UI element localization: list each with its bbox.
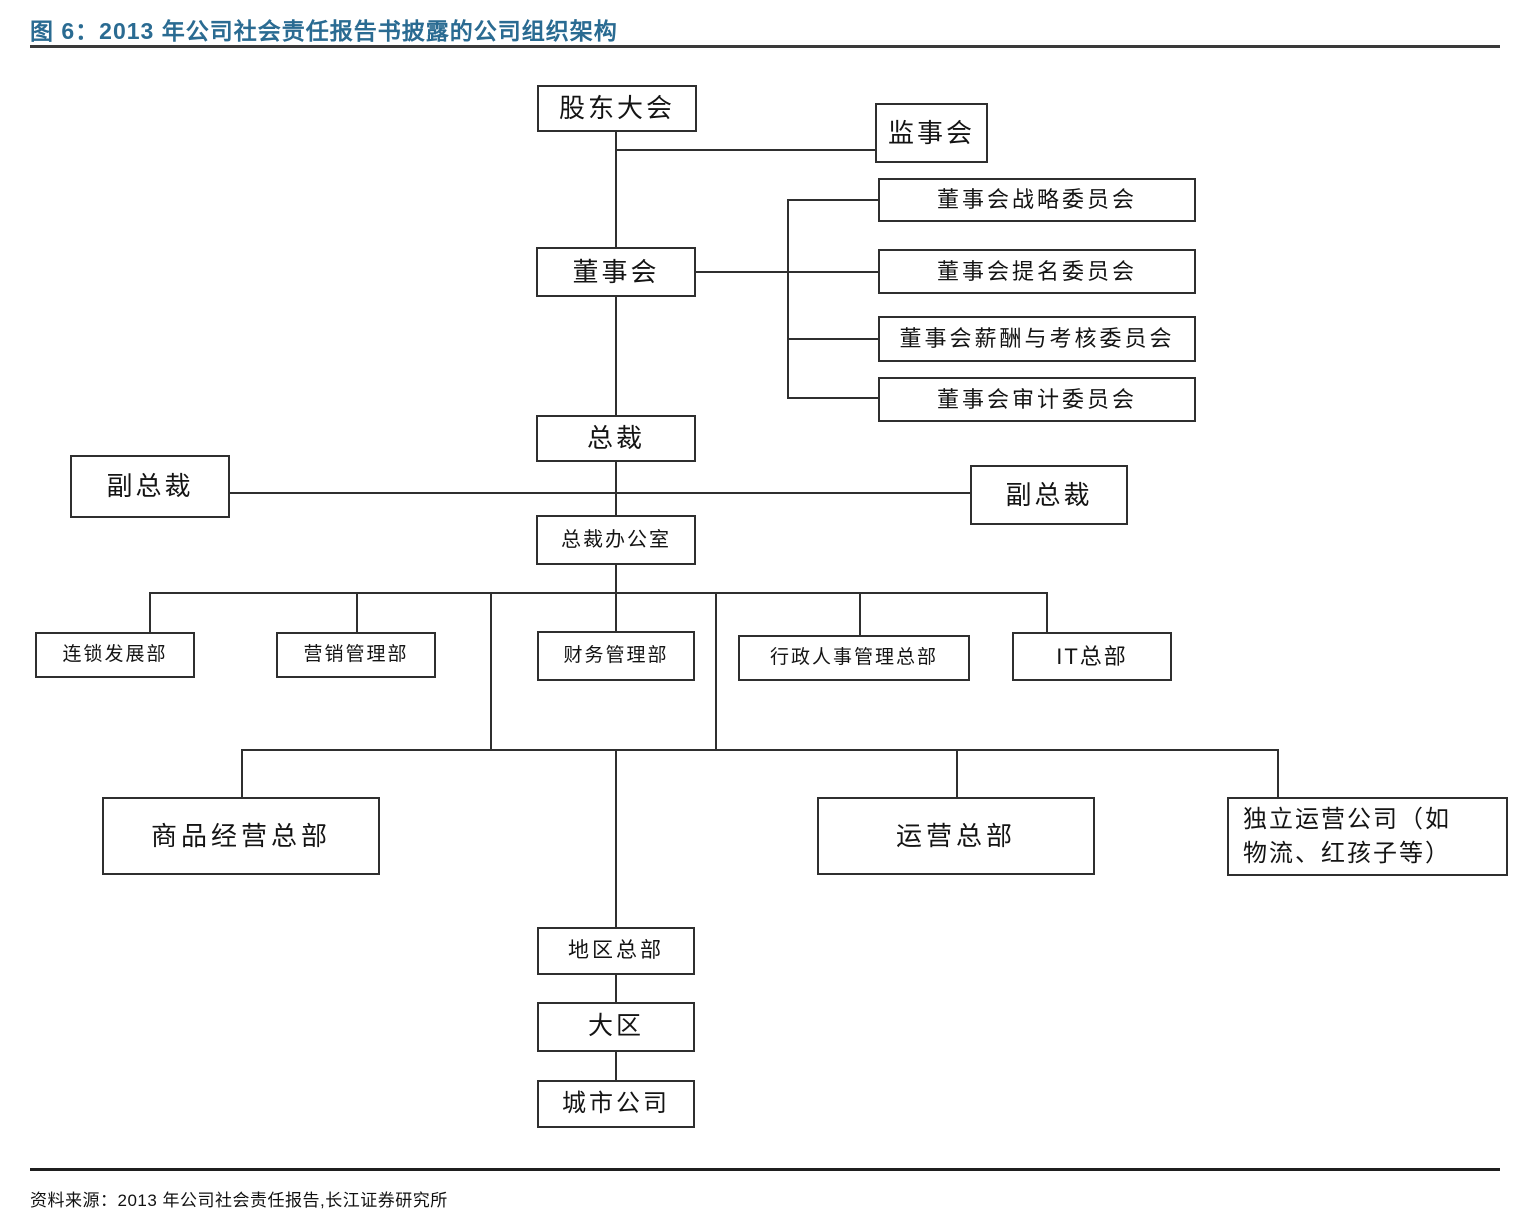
connector-lower-crossbar [242, 749, 1279, 751]
node-president: 总裁 [536, 415, 696, 462]
node-audit-committee: 董事会审计委员会 [878, 377, 1196, 422]
connector-drop-chain [149, 592, 151, 632]
node-president-office: 总裁办公室 [536, 515, 696, 565]
node-chain-development-dept: 连锁发展部 [35, 632, 195, 678]
connector-committee-spine [787, 199, 789, 399]
connector-office-deptline [615, 565, 617, 593]
node-district: 大区 [537, 1002, 695, 1052]
connector-drop-operations [956, 749, 958, 797]
node-strategy-committee: 董事会战略委员会 [878, 178, 1196, 222]
connector-shareholders-supervisory [615, 149, 875, 151]
connector-drop-it [1046, 592, 1048, 632]
connector-dept-crossbar [149, 592, 1048, 594]
connector-president-office [615, 462, 617, 515]
connector-deptline-lowerline-right [715, 592, 717, 750]
independent-line-1: 独立运营公司（如 [1243, 805, 1451, 833]
connector-district-city [615, 1052, 617, 1080]
connector-committee-strategy [787, 199, 878, 201]
figure-title: 图 6：2013 年公司社会责任报告书披露的公司组织架构 [30, 18, 618, 44]
node-finance-management-dept: 财务管理部 [537, 631, 695, 681]
connector-drop-finance [615, 592, 617, 631]
node-regional-hq: 地区总部 [537, 927, 695, 975]
connector-drop-regional [615, 749, 617, 927]
node-marketing-management-dept: 营销管理部 [276, 632, 436, 678]
connector-shareholders-board [615, 131, 617, 247]
node-vice-president-left: 副总裁 [70, 455, 230, 518]
source-note: 资料来源：2013 年公司社会责任报告,长江证券研究所 [30, 1191, 448, 1210]
node-operations-hq: 运营总部 [817, 797, 1095, 875]
node-board-of-directors: 董事会 [536, 247, 696, 297]
connector-regional-district [615, 975, 617, 1002]
node-it-hq: IT总部 [1012, 632, 1172, 681]
node-independent-companies: 独立运营公司（如 物流、红孩子等） [1227, 797, 1508, 876]
node-vice-president-right: 副总裁 [970, 465, 1128, 525]
node-merchandise-hq: 商品经营总部 [102, 797, 380, 875]
connector-board-president [615, 297, 617, 415]
connector-drop-independent [1277, 749, 1279, 797]
connector-deptline-lowerline-left [490, 592, 492, 750]
node-nomination-committee: 董事会提名委员会 [878, 249, 1196, 294]
node-supervisory-board: 监事会 [875, 103, 988, 163]
independent-line-2: 物流、红孩子等） [1243, 839, 1451, 867]
connector-drop-merchandise [241, 749, 243, 797]
node-compensation-committee: 董事会薪酬与考核委员会 [878, 316, 1196, 362]
node-hr-admin-hq: 行政人事管理总部 [738, 635, 970, 681]
connector-committee-audit [787, 397, 878, 399]
top-divider [30, 45, 1500, 48]
connector-drop-marketing [356, 592, 358, 632]
node-shareholders-meeting: 股东大会 [537, 85, 697, 132]
connector-drop-hr [859, 592, 861, 635]
connector-vp-crossbar [230, 492, 970, 494]
connector-board-committee-spine [696, 271, 788, 273]
connector-committee-nomination [787, 271, 878, 273]
bottom-divider [30, 1168, 1500, 1171]
connector-committee-compensation [787, 338, 878, 340]
node-city-company: 城市公司 [537, 1080, 695, 1128]
